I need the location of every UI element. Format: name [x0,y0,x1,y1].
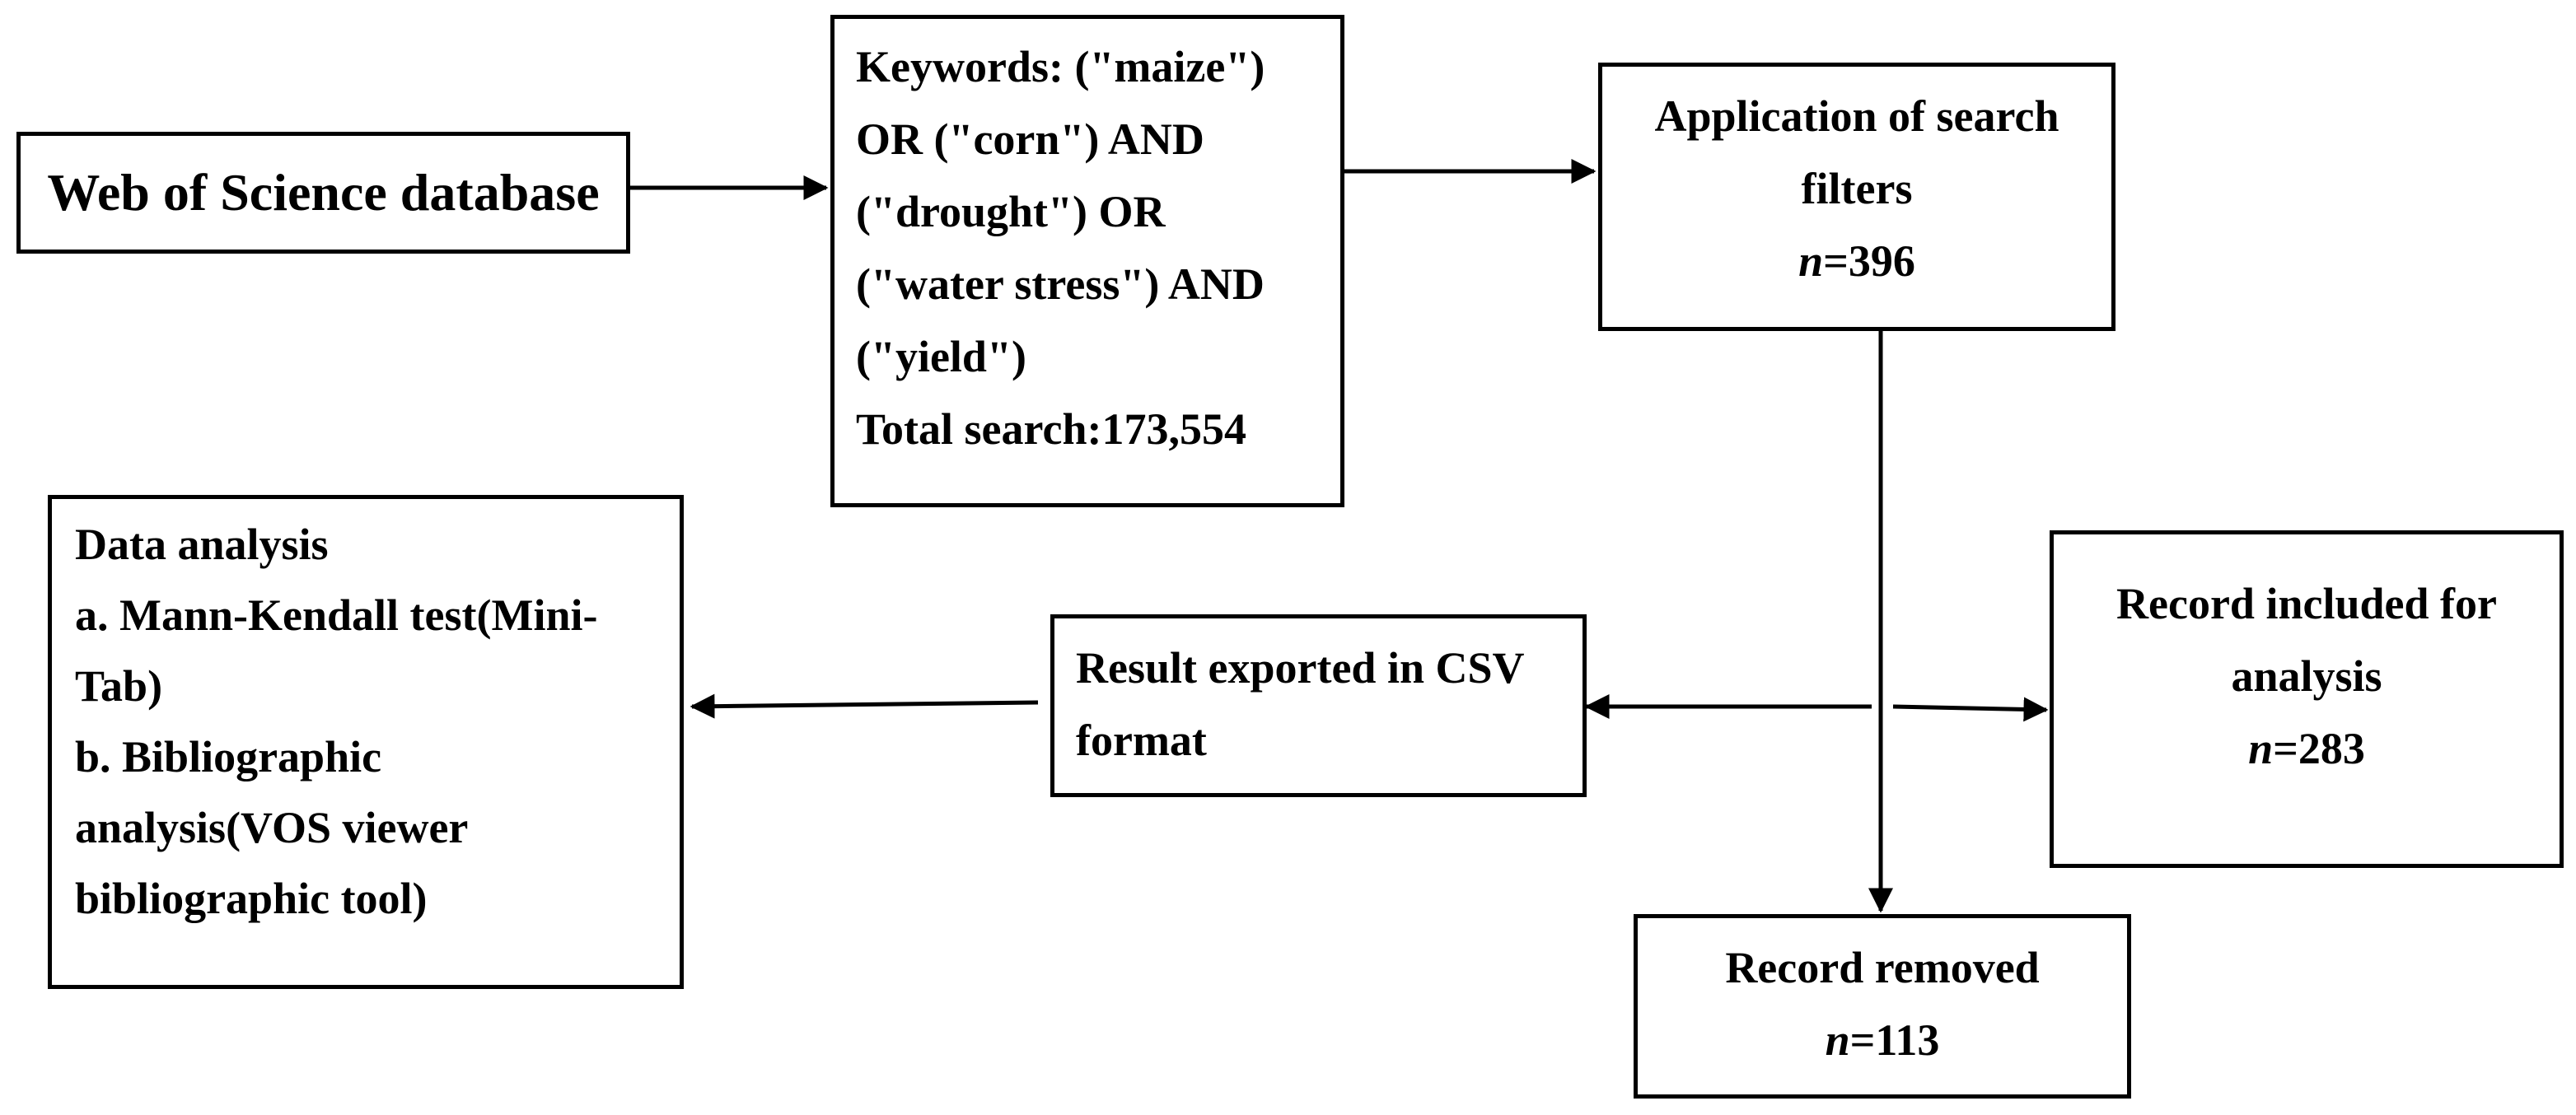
keywords-line: ("drought") OR [856,187,1166,236]
count-value: =283 [2273,724,2365,773]
source-label: Web of Science database [47,163,600,222]
filters-title-line: filters [1801,164,1913,213]
export-box: Result exported in CSV format [1050,614,1587,797]
removed-title: Record removed [1725,943,2040,992]
export-line: Result exported in CSV [1076,643,1525,693]
keywords-line: ("water stress") AND [856,259,1265,309]
keywords-line: Keywords: ("maize") [856,42,1265,91]
filters-title-line: Application of search [1654,91,2059,141]
included-title-line: Record included for [2116,579,2497,628]
keywords-line: ("yield") [856,332,1026,381]
included-box: Record included for analysis n=283 [2050,530,2564,868]
count-value: =113 [1849,1015,1940,1065]
analysis-line: a. Mann-Kendall test(Mini- [75,590,598,640]
filters-count: n=396 [1602,225,2111,297]
analysis-line: analysis(VOS viewer [75,803,469,852]
source-box: Web of Science database [16,132,630,254]
analysis-line: Tab) [75,661,163,711]
export-line: format [1076,716,1207,765]
removed-box: Record removed n=113 [1634,914,2131,1099]
keywords-box: Keywords: ("maize") OR ("corn") AND ("dr… [830,15,1344,507]
arrow-to-included [1892,697,2049,722]
included-title-line: analysis [2231,651,2382,701]
keywords-line: OR ("corn") AND [856,114,1204,164]
analysis-line: bibliographic tool) [75,874,428,923]
total-search-label: Total search:173,554 [856,404,1247,454]
removed-count: n=113 [1638,1004,2127,1076]
included-count: n=283 [2054,712,2560,785]
n-symbol: n [1798,236,1824,286]
filters-box: Application of search filters n=396 [1598,63,2115,331]
count-value: =396 [1823,236,1915,286]
arrow-export-to-analysis [690,693,1039,719]
analysis-line: b. Bibliographic [75,732,382,781]
analysis-line: Data analysis [75,520,329,569]
analysis-box: Data analysis a. Mann-Kendall test(Mini-… [48,495,684,989]
n-symbol: n [1825,1015,1850,1065]
n-symbol: n [2248,724,2274,773]
